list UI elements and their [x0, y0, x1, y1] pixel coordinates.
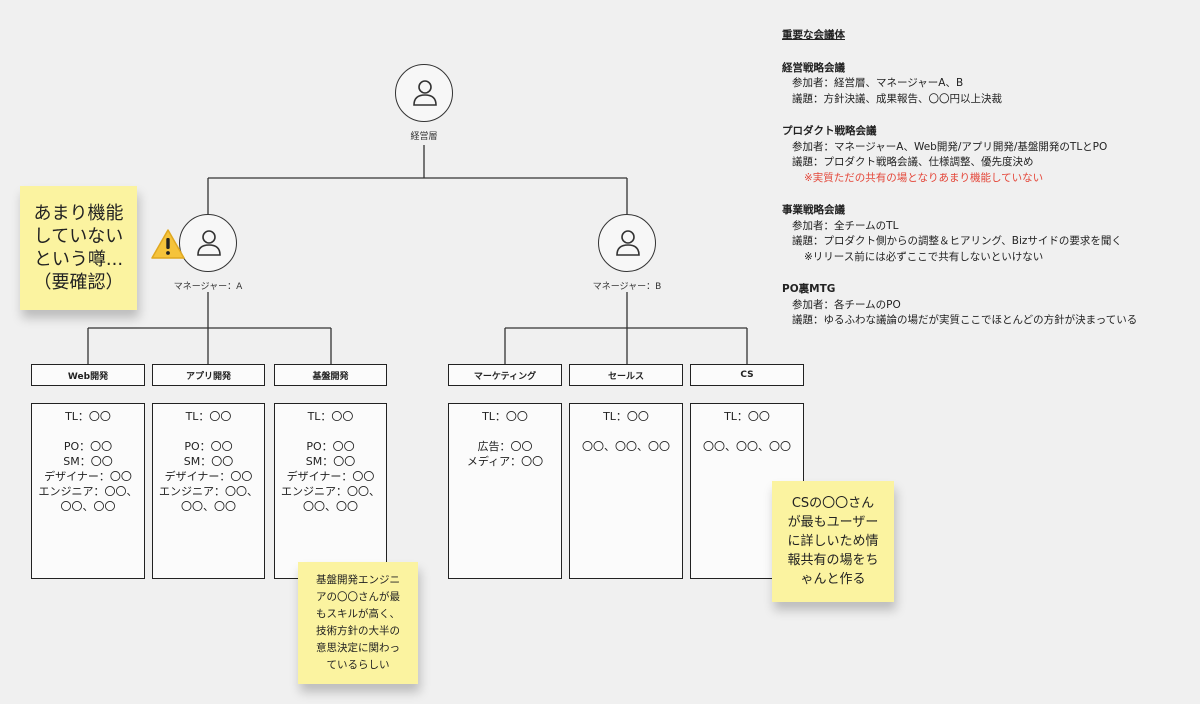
member-line: SM：〇〇	[63, 455, 113, 468]
meetings-panel: 重要な会議体 経営戦略会議参加者：経営層、マネージャーA、B 議題：方針決議、成果…	[782, 28, 1182, 346]
member-line: 広告：〇〇	[477, 440, 533, 453]
member-line: SM：〇〇	[305, 455, 356, 468]
member-line: 〇〇、〇〇	[181, 500, 236, 513]
team-header-infra[interactable]: 基盤開発	[274, 364, 387, 386]
meeting-title: 経営戦略会議	[782, 61, 845, 74]
meeting-title: 事業戦略会議	[782, 204, 845, 216]
meeting-title: プロダクト戦略会議	[782, 125, 877, 137]
sticky-note-text: 基盤開発エンジニ アの〇〇さんが最 もスキルが高く、 技術方針の大半の 意思決定…	[316, 574, 400, 671]
member-line: 〇〇、〇〇、〇〇	[582, 440, 670, 453]
meeting-block: 経営戦略会議参加者：経営層、マネージャーA、B 議題：方針決議、成果報告、〇〇円以…	[782, 61, 1182, 108]
person-icon	[413, 80, 437, 106]
manager-b-label: マネージャー：B	[592, 282, 662, 292]
member-line: デザイナー：〇〇	[44, 470, 132, 483]
member-line: デザイナー：〇〇	[164, 470, 253, 483]
member-line: エンジニア：〇〇、	[159, 485, 258, 498]
sticky-note-infra[interactable]: 基盤開発エンジニ アの〇〇さんが最 もスキルが高く、 技術方針の大半の 意思決定…	[298, 562, 418, 684]
team-header-web[interactable]: Web開発	[31, 364, 145, 386]
team-card-app: TL：〇〇 PO：〇〇 SM：〇〇 デザイナー：〇〇 エンジニア：〇〇、 〇〇、…	[152, 403, 265, 579]
person-icon	[616, 230, 640, 256]
meeting-detail: 参加者：各チームのPO	[792, 298, 901, 311]
meeting-detail: 議題：プロダクト戦略会議、仕様調整、優先度決め	[792, 156, 1034, 168]
team-lead: TL：〇〇	[185, 410, 232, 423]
team-card-sales: TL：〇〇 〇〇、〇〇、〇〇	[569, 403, 683, 579]
sticky-note-manager[interactable]: あまり機能 していない という噂... （要確認）	[20, 186, 137, 310]
team-header-marketing[interactable]: マーケティング	[448, 364, 562, 386]
member-line: 〇〇、〇〇、〇〇	[703, 440, 791, 453]
meeting-detail: 議題：ゆるふわな議論の場だが実質ここでほとんどの方針が決まっている	[792, 314, 1138, 326]
meeting-detail: 参加者：全チームのTL	[792, 219, 899, 232]
member-line: PO：〇〇	[184, 440, 233, 453]
team-card-infra: TL：〇〇 PO：〇〇 SM：〇〇 デザイナー：〇〇 エンジニア：〇〇、 〇〇、…	[274, 403, 387, 579]
meeting-note: ※リリース前には必ずここで共有しないといけない	[804, 250, 1044, 263]
team-lead: TL：〇〇	[65, 410, 111, 423]
meeting-block: プロダクト戦略会議参加者：マネージャーA、Web開発/アプリ開発/基盤開発のTL…	[782, 124, 1182, 186]
team-card-marketing: TL：〇〇 広告：〇〇 メディア：〇〇	[448, 403, 562, 579]
member-line: SM：〇〇	[183, 455, 234, 468]
sticky-note-cs[interactable]: CSの〇〇さん が最もユーザー に詳しいため情 報共有の場をち ゃんと作る	[772, 481, 894, 602]
team-lead: TL：〇〇	[482, 410, 528, 423]
meeting-block: PO裏MTG 参加者：各チームのPO 議題：ゆるふわな議論の場だが実質ここでほとんど…	[782, 282, 1182, 329]
meeting-detail: 議題：プロダクト側からの調整＆ヒアリング、Bizサイドの要求を聞く	[792, 235, 1122, 247]
meetings-panel-title: 重要な会議体	[782, 29, 845, 41]
team-header-sales[interactable]: セールス	[569, 364, 683, 386]
meeting-title: PO裏MTG	[782, 283, 836, 295]
sticky-note-text: CSの〇〇さん が最もユーザー に詳しいため情 報共有の場をち ゃんと作る	[787, 496, 879, 587]
team-card-web: TL：〇〇 PO：〇〇 SM：〇〇 デザイナー：〇〇 エンジニア：〇〇、 〇〇、…	[31, 403, 145, 579]
meeting-detail: 参加者：マネージャーA、Web開発/アプリ開発/基盤開発のTLとPO	[792, 140, 1108, 153]
warning-icon	[151, 229, 185, 259]
meetings-list: 経営戦略会議参加者：経営層、マネージャーA、B 議題：方針決議、成果報告、〇〇円以…	[782, 61, 1182, 329]
team-lead: TL：〇〇	[307, 410, 354, 423]
meeting-detail: 議題：方針決議、成果報告、〇〇円以上決裁	[792, 92, 1002, 105]
member-line: 〇〇、〇〇	[303, 500, 358, 513]
member-line: エンジニア：〇〇、	[281, 485, 380, 498]
team-lead: TL：〇〇	[724, 410, 770, 423]
member-line: デザイナー：〇〇	[286, 470, 375, 483]
manager-b-node[interactable]	[598, 214, 656, 272]
member-line: 〇〇、〇〇	[60, 500, 116, 513]
team-header-cs[interactable]: CS	[690, 364, 804, 386]
manager-a-label: マネージャー：A	[173, 282, 243, 292]
team-header-app[interactable]: アプリ開発	[152, 364, 265, 386]
meeting-note: ※実質ただの共有の場となりあまり機能していない	[804, 171, 1044, 184]
sticky-note-text: あまり機能 していない という噂... （要確認）	[33, 203, 124, 293]
team-lead: TL：〇〇	[603, 410, 649, 423]
member-line: メディア：〇〇	[466, 455, 544, 468]
member-line: PO：〇〇	[306, 440, 355, 453]
executive-node[interactable]	[395, 64, 453, 122]
person-icon	[197, 230, 221, 256]
manager-a-node[interactable]	[179, 214, 237, 272]
executive-label: 経営層	[410, 132, 438, 142]
member-line: エンジニア：〇〇、	[38, 485, 138, 498]
meeting-block: 事業戦略会議参加者：全チームのTL 議題：プロダクト側からの調整＆ヒアリング、Bi…	[782, 203, 1182, 265]
member-line: PO：〇〇	[63, 440, 113, 453]
meeting-detail: 参加者：経営層、マネージャーA、B	[792, 77, 964, 89]
